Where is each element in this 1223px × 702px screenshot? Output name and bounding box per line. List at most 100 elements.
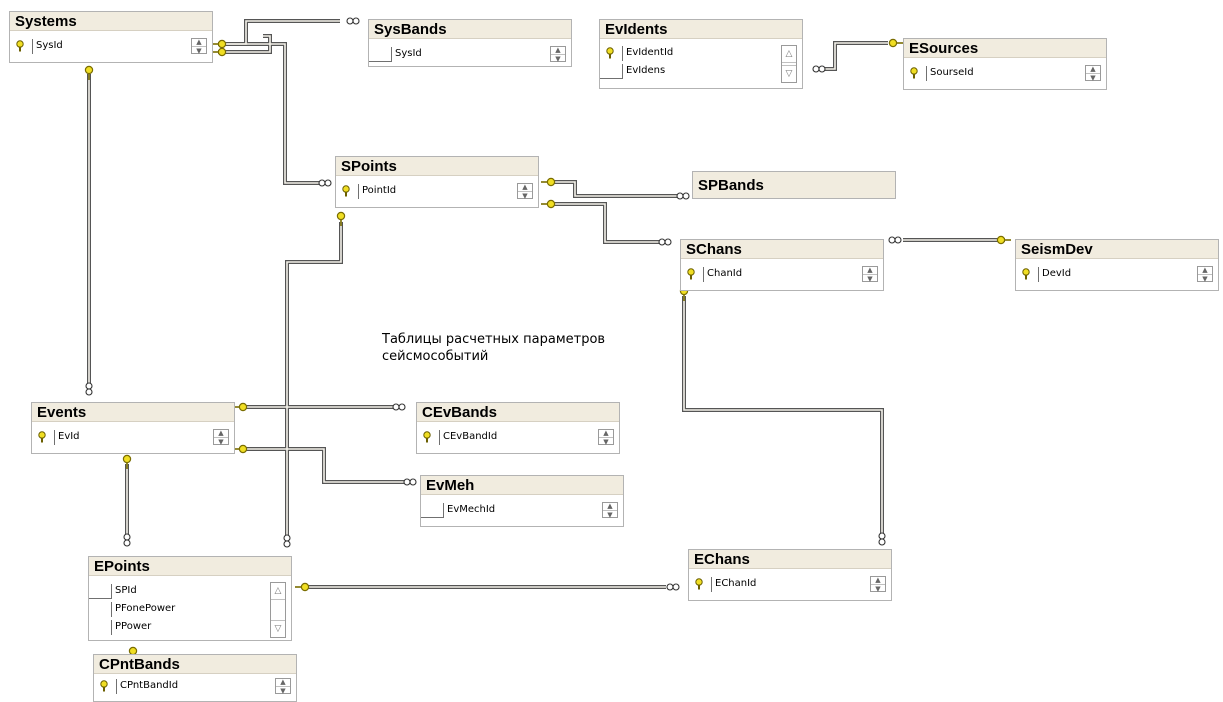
scroll-control[interactable]: ▲▼ <box>550 46 566 63</box>
scroll-up-icon[interactable]: ▲ <box>603 429 609 437</box>
table-row[interactable]: EChanId <box>689 575 891 593</box>
table-row[interactable]: EvMechId <box>421 501 623 519</box>
scroll-control[interactable]: ▲▼ <box>598 429 614 446</box>
column-marker <box>421 501 443 518</box>
table-row[interactable]: CPntBandId <box>94 677 296 695</box>
scroll-control[interactable]: ▲▼ <box>517 183 533 200</box>
primary-key-icon <box>100 680 108 692</box>
table-row[interactable]: SysId <box>10 37 212 55</box>
column-name: EvMechId <box>447 504 496 515</box>
table-epoints[interactable]: EPoints SPId PFonePower PPower △ ▽ <box>88 556 292 641</box>
scroll-up-icon[interactable]: △ <box>782 46 796 63</box>
primary-key-icon <box>342 185 350 197</box>
primary-key-icon <box>423 431 431 443</box>
scroll-down-icon[interactable]: ▼ <box>555 55 561 63</box>
table-cevbands[interactable]: CEvBands CEvBandId ▲▼ <box>416 402 620 454</box>
table-title: SPBands <box>693 172 895 198</box>
table-echans[interactable]: EChans EChanId ▲▼ <box>688 549 892 601</box>
table-row[interactable]: SPId <box>89 582 291 600</box>
table-evmeh[interactable]: EvMeh EvMechId ▲▼ <box>420 475 624 527</box>
table-row[interactable]: CEvBandId <box>417 428 619 446</box>
scroll-control[interactable]: △ ▽ <box>781 45 797 83</box>
table-spoints[interactable]: SPoints PointId ▲▼ <box>335 156 539 208</box>
table-row[interactable]: SysId <box>369 45 571 63</box>
table-title: Systems <box>10 12 212 31</box>
scroll-down-icon[interactable]: ▼ <box>196 47 202 55</box>
table-title: Events <box>32 403 234 422</box>
scroll-down-icon[interactable]: ▼ <box>603 438 609 446</box>
table-title: CEvBands <box>417 403 619 422</box>
scroll-up-icon[interactable]: ▲ <box>1202 266 1208 274</box>
scroll-down-icon[interactable]: ▼ <box>875 585 881 593</box>
column-name: DevId <box>1042 268 1072 279</box>
table-row[interactable]: ChanId <box>681 265 883 283</box>
scroll-control[interactable]: △ ▽ <box>270 582 286 638</box>
scroll-up-icon[interactable]: △ <box>271 583 285 600</box>
scroll-up-icon[interactable]: ▲ <box>522 183 528 191</box>
scroll-down-icon[interactable]: ▼ <box>607 511 613 519</box>
table-cpntbands[interactable]: CPntBands CPntBandId ▲▼ <box>93 654 297 702</box>
table-row[interactable]: PFonePower <box>89 600 291 618</box>
column-name: PFonePower <box>115 603 176 614</box>
table-esources[interactable]: ESources SourseId ▲▼ <box>903 38 1107 90</box>
scroll-up-icon[interactable]: ▲ <box>280 678 286 686</box>
scroll-down-icon[interactable]: ▼ <box>280 687 286 695</box>
scroll-down-icon[interactable]: ▽ <box>782 65 796 82</box>
table-row[interactable]: SourseId <box>904 64 1106 82</box>
scroll-down-icon[interactable]: ▼ <box>1202 275 1208 283</box>
scroll-up-icon[interactable]: ▲ <box>867 266 873 274</box>
scroll-control[interactable]: ▲▼ <box>862 266 878 283</box>
table-row[interactable]: EvId <box>32 428 234 446</box>
table-row[interactable]: PPower <box>89 618 291 636</box>
table-title: SPoints <box>336 157 538 176</box>
column-name: SysId <box>36 40 63 51</box>
table-evidents[interactable]: EvIdents EvIdentId EvIdens △ ▽ <box>599 19 803 89</box>
scroll-up-icon[interactable]: ▲ <box>1090 65 1096 73</box>
primary-key-icon <box>16 40 24 52</box>
column-name: CPntBandId <box>120 680 179 691</box>
scroll-down-icon[interactable]: ▼ <box>522 192 528 200</box>
table-title: CPntBands <box>94 655 296 674</box>
scroll-up-icon[interactable]: ▲ <box>875 576 881 584</box>
primary-key-icon <box>1022 268 1030 280</box>
table-title: SysBands <box>369 20 571 39</box>
scroll-down-icon[interactable]: ▼ <box>218 438 224 446</box>
scroll-control[interactable]: ▲▼ <box>1197 266 1213 283</box>
table-title: EPoints <box>89 557 291 576</box>
table-row[interactable]: DevId <box>1016 265 1218 283</box>
scroll-control[interactable]: ▲▼ <box>1085 65 1101 82</box>
column-marker <box>369 45 391 62</box>
table-row[interactable]: EvIdentId <box>600 44 802 62</box>
scroll-up-icon[interactable]: ▲ <box>555 46 561 54</box>
column-name: EvIdens <box>626 65 666 76</box>
scroll-control[interactable]: ▲▼ <box>602 502 618 519</box>
table-row[interactable]: EvIdens <box>600 62 802 80</box>
table-title: SChans <box>681 240 883 259</box>
table-spbands[interactable]: SPBands <box>692 171 896 199</box>
table-title: ESources <box>904 39 1106 58</box>
scroll-down-icon[interactable]: ▽ <box>271 620 285 637</box>
column-marker <box>600 62 622 79</box>
column-name: PPower <box>115 621 152 632</box>
table-sysbands[interactable]: SysBands SysId ▲▼ <box>368 19 572 67</box>
scroll-down-icon[interactable]: ▼ <box>1090 74 1096 82</box>
scroll-up-icon[interactable]: ▲ <box>196 38 202 46</box>
scroll-down-icon[interactable]: ▼ <box>867 275 873 283</box>
scroll-up-icon[interactable]: ▲ <box>218 429 224 437</box>
column-name: EChanId <box>715 578 757 589</box>
scroll-control[interactable]: ▲▼ <box>213 429 229 446</box>
column-marker <box>89 582 111 599</box>
table-seismdev[interactable]: SeismDev DevId ▲▼ <box>1015 239 1219 291</box>
scroll-control[interactable]: ▲▼ <box>275 678 291 695</box>
table-schans[interactable]: SChans ChanId ▲▼ <box>680 239 884 291</box>
table-events[interactable]: Events EvId ▲▼ <box>31 402 235 454</box>
column-name: SourseId <box>930 67 974 78</box>
scroll-up-icon[interactable]: ▲ <box>607 502 613 510</box>
scroll-control[interactable]: ▲▼ <box>191 38 207 55</box>
scroll-control[interactable]: ▲▼ <box>870 576 886 593</box>
table-row[interactable]: PointId <box>336 182 538 200</box>
table-systems[interactable]: Systems SysId ▲▼ <box>9 11 213 63</box>
primary-key-icon <box>606 47 614 59</box>
primary-key-icon <box>695 578 703 590</box>
